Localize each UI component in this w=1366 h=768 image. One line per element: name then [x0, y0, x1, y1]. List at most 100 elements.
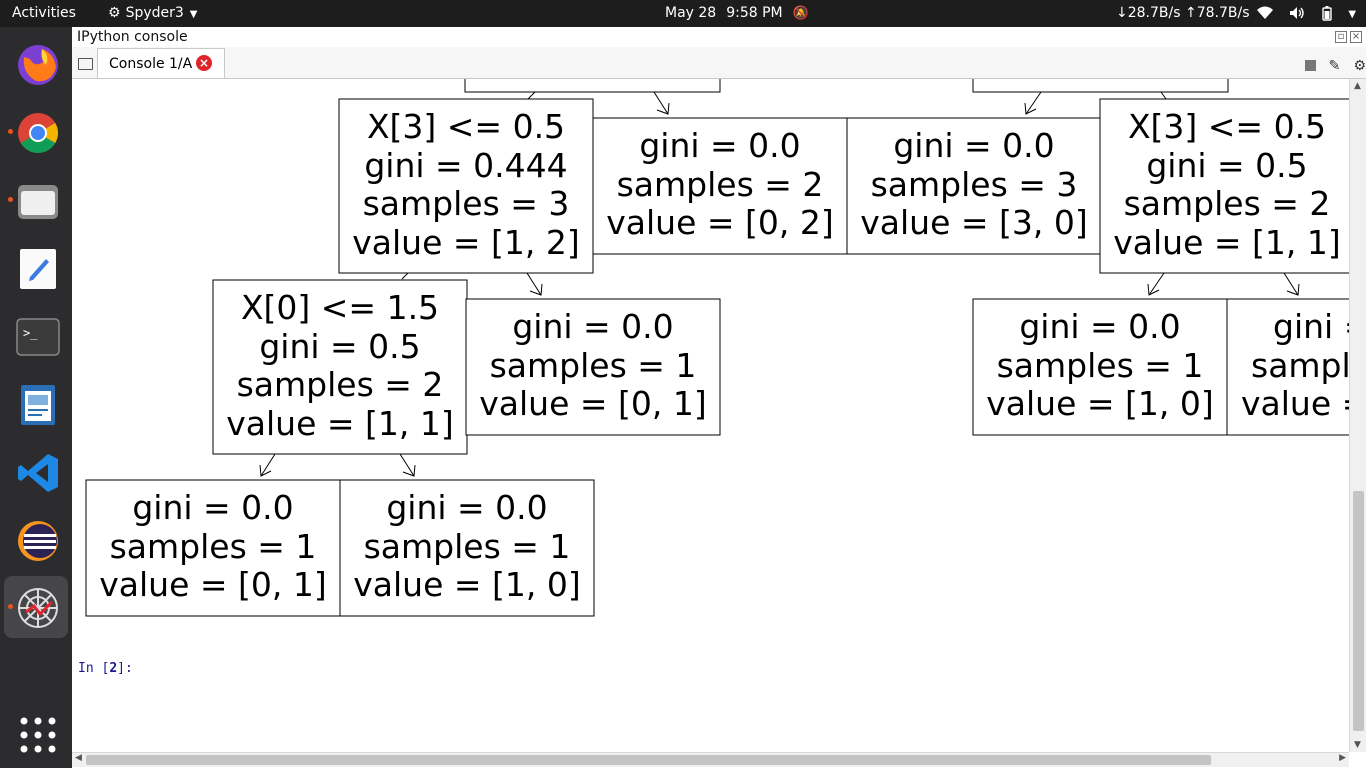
dock-spyder[interactable]	[4, 576, 68, 638]
svg-text:samples = 1: samples = 1	[364, 527, 571, 566]
battery-icon[interactable]	[1322, 0, 1332, 27]
dock-firefox[interactable]	[4, 33, 68, 95]
browse-tabs-icon[interactable]	[78, 58, 93, 70]
arrow-head	[529, 283, 543, 296]
tree-node: gini = 0.0 samples = 1 value = [1, 0]	[972, 298, 1228, 436]
pane-title: IPython console	[77, 29, 188, 45]
tree-node: gini = 0.0 samples = 1 value = [0, 1]	[465, 298, 721, 436]
bell-muted-icon: 🔕	[792, 6, 809, 21]
tree-node-clipped: gini = sampl value =	[1226, 298, 1349, 436]
console-output[interactable]: X[3] <= 0.5 gini = 0.444 samples = 3 val…	[72, 79, 1349, 752]
prompt-suffix: ]:	[117, 661, 133, 676]
tree-node: X[3] <= 0.5 gini = 0.444 samples = 3 val…	[338, 98, 594, 274]
close-tab-icon[interactable]: ×	[196, 55, 212, 71]
dock-files[interactable]	[4, 169, 68, 231]
dock-terminal[interactable]: >_	[4, 305, 68, 367]
system-tray[interactable]: ▼	[1257, 0, 1366, 27]
arrow-head	[259, 464, 272, 477]
svg-text:gini = 0.0: gini = 0.0	[639, 126, 800, 165]
svg-text:samples = 2: samples = 2	[617, 165, 824, 204]
tree-edge	[526, 272, 542, 296]
network-speed: ↓28.7B/s ↑78.7B/s	[1116, 0, 1250, 27]
svg-text:samples = 1: samples = 1	[490, 346, 697, 385]
svg-text:samples = 1: samples = 1	[997, 346, 1204, 385]
console-tab-bar: Console 1/A × ✎ ⚙	[72, 47, 1366, 79]
dock-vscode[interactable]	[4, 441, 68, 503]
chevron-down-icon[interactable]: ▼	[1348, 9, 1357, 20]
svg-text:value = [1, 2]: value = [1, 2]	[352, 223, 580, 262]
tree-edge	[653, 91, 669, 115]
pane-window-controls: ▫×	[1332, 31, 1362, 43]
tree-edge	[1160, 91, 1167, 100]
gear-icon: ⚙	[108, 5, 121, 21]
dock-chrome[interactable]	[4, 101, 68, 163]
svg-text:>_: >_	[23, 326, 38, 340]
tab-label: Console 1/A	[109, 56, 193, 72]
svg-text:samples = 1: samples = 1	[110, 527, 317, 566]
input-prompt[interactable]: In [2]:	[78, 661, 133, 676]
svg-text:sampl: sampl	[1251, 346, 1349, 385]
prompt-number: 2	[109, 661, 118, 676]
dock: >_	[0, 27, 72, 768]
app-name: Spyder3	[125, 5, 184, 21]
svg-text:value = [0, 1]: value = [0, 1]	[99, 565, 327, 604]
clock-date: May 28	[665, 5, 717, 21]
tree-edge	[1025, 91, 1042, 115]
svg-text:value =: value =	[1241, 384, 1349, 423]
tree-node: gini = 0.0 samples = 3 value = [3, 0]	[846, 117, 1102, 255]
running-indicator	[8, 129, 13, 134]
eclipse-icon	[18, 521, 58, 561]
tree-edges	[259, 91, 1300, 477]
tree-node: gini = 0.0 samples = 1 value = [0, 1]	[85, 479, 341, 617]
scroll-down-icon[interactable]: ▼	[1354, 740, 1361, 750]
ipython-console-pane: IPython console ▫× Console 1/A × ✎ ⚙	[72, 27, 1366, 768]
scroll-up-icon[interactable]: ▲	[1354, 81, 1361, 91]
undock-icon[interactable]: ▫	[1335, 31, 1347, 43]
dock-eclipse[interactable]	[4, 509, 68, 571]
stop-icon[interactable]	[1304, 60, 1316, 71]
wifi-icon[interactable]	[1257, 0, 1273, 27]
text-editor-icon	[20, 249, 56, 289]
horizontal-scrollbar[interactable]: ◀ ▶	[72, 752, 1349, 767]
arrow-head	[1286, 283, 1300, 296]
svg-text:samples = 3: samples = 3	[871, 165, 1078, 204]
close-pane-icon[interactable]: ×	[1350, 31, 1362, 43]
clock-time: 9:58 PM	[726, 5, 783, 21]
svg-text:samples = 2: samples = 2	[1124, 184, 1331, 223]
scroll-right-icon[interactable]: ▶	[1339, 753, 1346, 763]
decision-tree-plot: X[3] <= 0.5 gini = 0.444 samples = 3 val…	[85, 79, 1349, 617]
tab-console-1a[interactable]: Console 1/A ×	[97, 48, 225, 78]
arrow-head	[402, 464, 416, 477]
tree-edge	[1283, 272, 1299, 296]
activities-button[interactable]: Activities	[12, 5, 76, 21]
scroll-left-icon[interactable]: ◀	[75, 753, 82, 763]
scrollbar-thumb[interactable]	[86, 755, 1211, 765]
gear-icon[interactable]: ⚙	[1353, 57, 1366, 74]
svg-text:gini = 0.5: gini = 0.5	[259, 327, 420, 366]
app-grid-icon	[20, 717, 56, 753]
svg-text:X[0] <= 1.5: X[0] <= 1.5	[241, 288, 439, 327]
chrome-icon	[18, 113, 58, 153]
tree-edge	[399, 453, 415, 477]
arrow-head	[1147, 283, 1160, 296]
tree-parent-node-right	[972, 79, 1229, 93]
eraser-icon[interactable]: ✎	[1328, 57, 1341, 74]
volume-icon[interactable]	[1289, 0, 1305, 27]
dock-libreoffice-writer[interactable]	[4, 373, 68, 435]
show-applications-button[interactable]	[4, 703, 68, 765]
svg-text:gini =: gini =	[1273, 307, 1349, 346]
console-toolbar: ✎ ⚙	[1297, 55, 1366, 74]
svg-text:value = [0, 1]: value = [0, 1]	[479, 384, 707, 423]
dock-text-editor[interactable]	[4, 237, 68, 299]
svg-text:value = [1, 0]: value = [1, 0]	[986, 384, 1214, 423]
scrollbar-thumb[interactable]	[1353, 491, 1364, 731]
clock[interactable]: May 28 9:58 PM 🔕	[665, 0, 809, 27]
arrow-head	[656, 102, 670, 115]
svg-text:gini = 0.0: gini = 0.0	[132, 488, 293, 527]
app-menu[interactable]: ⚙Spyder3▼	[108, 0, 198, 27]
tree-node: gini = 0.0 samples = 2 value = [0, 2]	[592, 117, 848, 255]
vertical-scrollbar[interactable]: ▲ ▼	[1349, 79, 1366, 752]
svg-text:samples = 2: samples = 2	[237, 365, 444, 404]
svg-text:value = [0, 2]: value = [0, 2]	[606, 203, 834, 242]
